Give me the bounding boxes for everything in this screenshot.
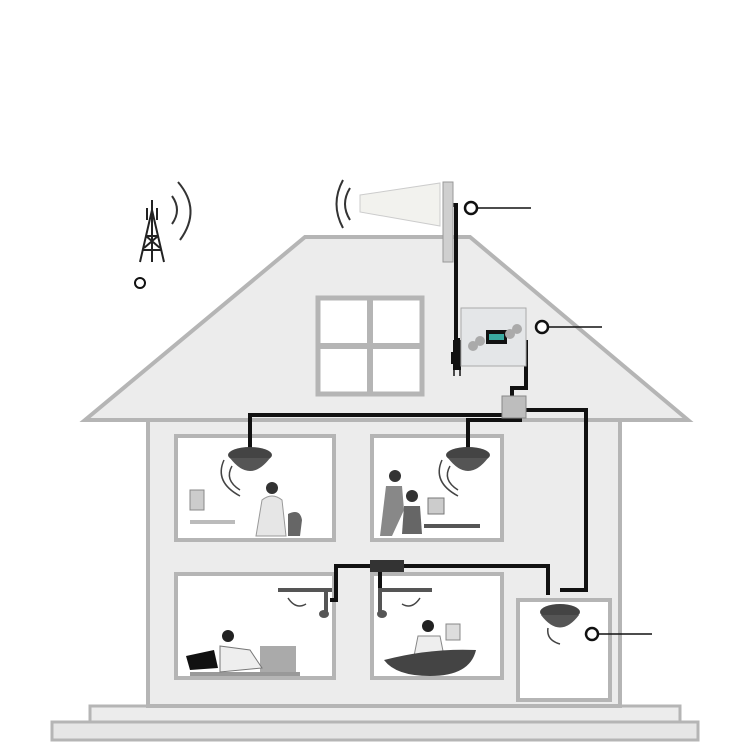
lounge-scene <box>186 630 300 676</box>
house-base-bottom <box>50 720 700 742</box>
signal-wave-icon <box>171 181 192 241</box>
outdoor-antenna-callout <box>463 200 531 216</box>
splitter-icon <box>370 560 404 572</box>
signal-wave-icon <box>220 459 561 645</box>
house-base-top <box>88 704 682 724</box>
booster-callout <box>534 319 602 335</box>
outdoor-antenna-icon <box>359 182 441 227</box>
cell-tower-icon <box>139 200 165 263</box>
panel-antenna-icon <box>377 588 432 618</box>
cell-tower-callout <box>134 277 146 289</box>
ceiling-antenna-icon <box>540 604 580 628</box>
signal-booster-icon <box>460 307 527 367</box>
splitter-icon <box>501 395 527 419</box>
antenna-mast <box>442 181 454 263</box>
lounge-scene <box>384 620 476 676</box>
ceiling-antenna-icon <box>228 447 272 471</box>
attic-window <box>315 295 425 397</box>
signal-wave-icon <box>335 179 351 229</box>
ceiling-antenna-icon <box>446 447 490 471</box>
office-scene <box>380 470 480 536</box>
power-plug-icon <box>451 340 463 376</box>
indoor-antenna-callout <box>584 626 652 642</box>
panel-antenna-icon <box>278 588 332 618</box>
office-scene <box>189 482 302 537</box>
cables <box>248 203 588 602</box>
